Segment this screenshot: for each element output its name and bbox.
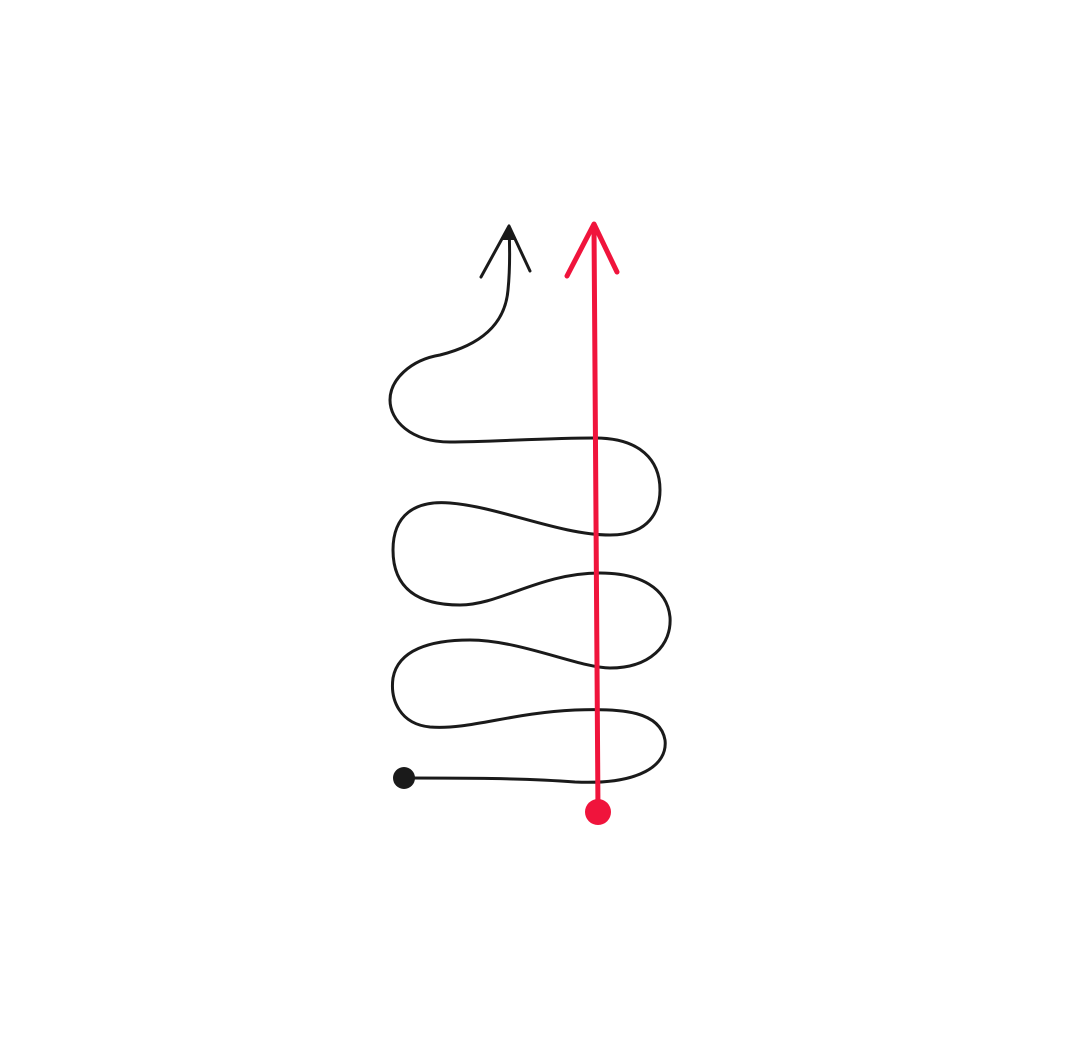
direct-path-start-dot (585, 799, 611, 825)
winding-path-group (388, 224, 672, 789)
direct-path-arrowhead (564, 221, 620, 279)
direct-path-group (564, 221, 620, 825)
winding-path-line (388, 226, 672, 784)
winding-path-start-dot (393, 767, 415, 789)
direct-path-line (591, 223, 601, 815)
winding-path-arrow-tip (502, 224, 517, 240)
